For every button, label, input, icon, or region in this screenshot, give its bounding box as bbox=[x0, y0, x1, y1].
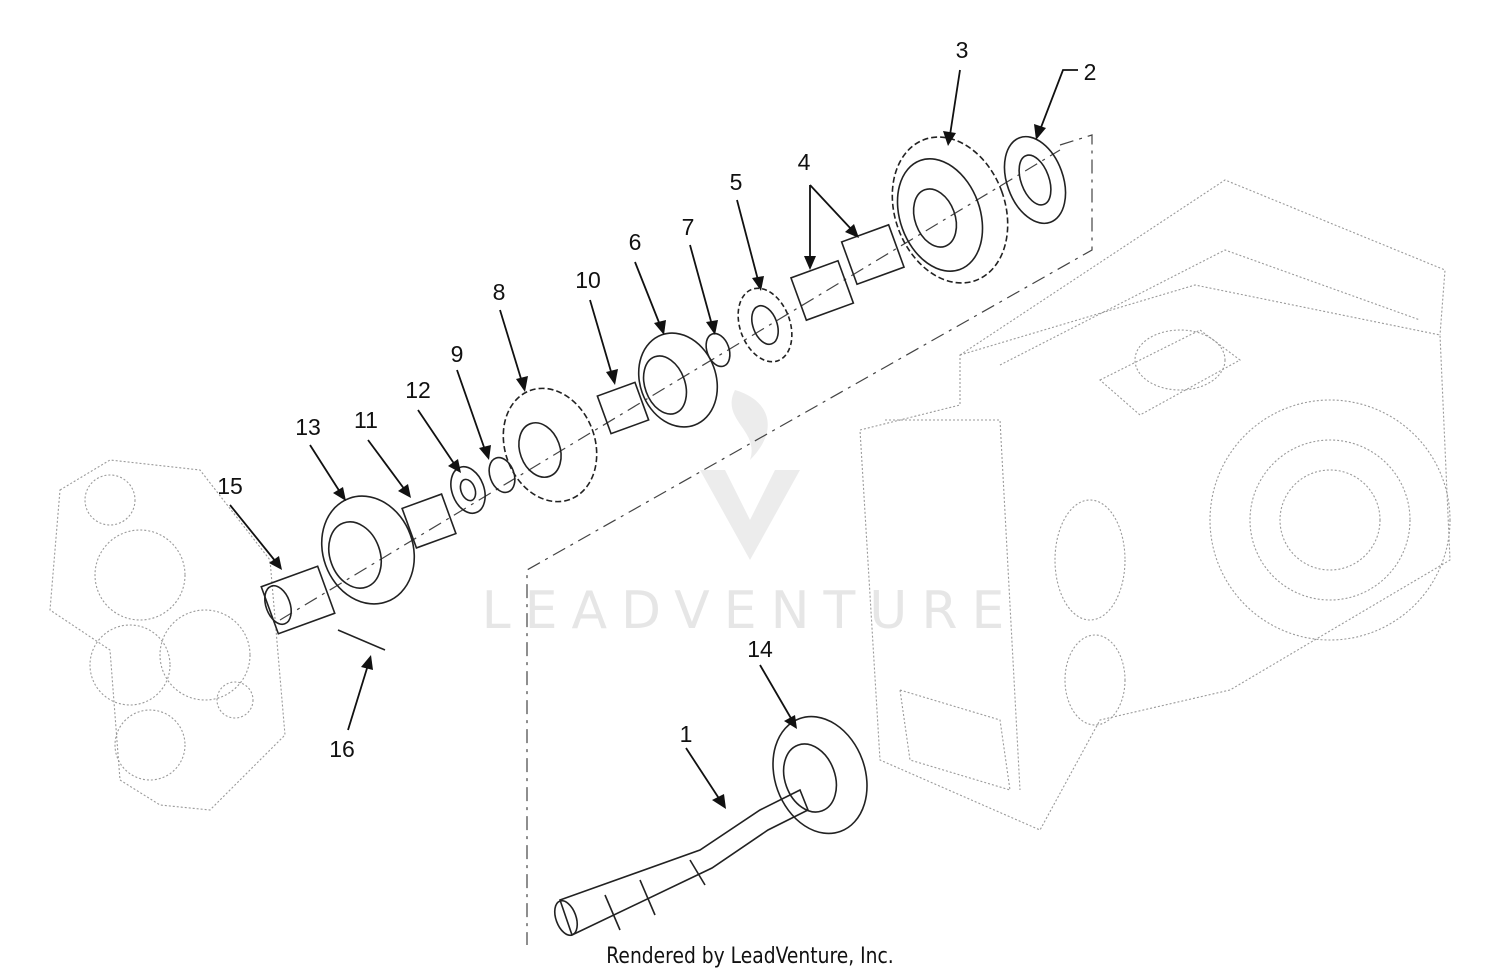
callout-5: 5 bbox=[730, 169, 743, 195]
part-11-spacer bbox=[401, 493, 457, 549]
part-1-shaft bbox=[553, 788, 810, 937]
leadventure-watermark: LEADVENTURE bbox=[482, 390, 1019, 641]
part-2-thrust-washer bbox=[1003, 135, 1067, 225]
part-7-snap-ring bbox=[705, 332, 731, 368]
callout-3: 3 bbox=[956, 37, 969, 63]
part-14-bearing bbox=[772, 715, 868, 835]
transmission-case bbox=[859, 179, 1451, 831]
callout-14: 14 bbox=[747, 636, 773, 662]
callout-6: 6 bbox=[629, 229, 642, 255]
part-3-gear bbox=[891, 136, 1009, 284]
part-4-needle-bearings bbox=[789, 223, 906, 322]
part-5-coupler bbox=[737, 287, 793, 363]
callout-labels: 1 2 3 4 5 6 7 8 9 10 11 12 13 14 15 16 bbox=[217, 37, 1096, 762]
part-16-pin bbox=[337, 629, 386, 651]
callout-1: 1 bbox=[680, 721, 693, 747]
watermark-text: LEADVENTURE bbox=[482, 581, 1019, 641]
part-12-washer bbox=[450, 465, 486, 515]
callout-9: 9 bbox=[451, 341, 464, 367]
callout-8: 8 bbox=[493, 279, 506, 305]
cover-plate bbox=[49, 459, 286, 811]
callout-10: 10 bbox=[575, 267, 601, 293]
callout-16: 16 bbox=[329, 736, 355, 762]
part-9-snap-ring bbox=[488, 456, 516, 494]
part-15-sleeve bbox=[260, 565, 336, 635]
callout-13: 13 bbox=[295, 414, 321, 440]
callout-11: 11 bbox=[354, 407, 378, 433]
callout-15: 15 bbox=[217, 473, 243, 499]
assembly-centerlines bbox=[279, 134, 1093, 945]
part-6-shift-collar bbox=[637, 332, 719, 428]
callout-7: 7 bbox=[682, 214, 695, 240]
callout-4: 4 bbox=[798, 149, 811, 175]
part-8-gear bbox=[502, 387, 598, 503]
leader-lines bbox=[229, 69, 1078, 809]
part-10-needle-bearing bbox=[596, 381, 650, 435]
callout-2: 2 bbox=[1084, 59, 1097, 85]
callout-12: 12 bbox=[405, 377, 431, 403]
footer-credit: Rendered by LeadVenture, Inc. bbox=[606, 944, 894, 969]
part-13-bearing bbox=[320, 495, 416, 605]
